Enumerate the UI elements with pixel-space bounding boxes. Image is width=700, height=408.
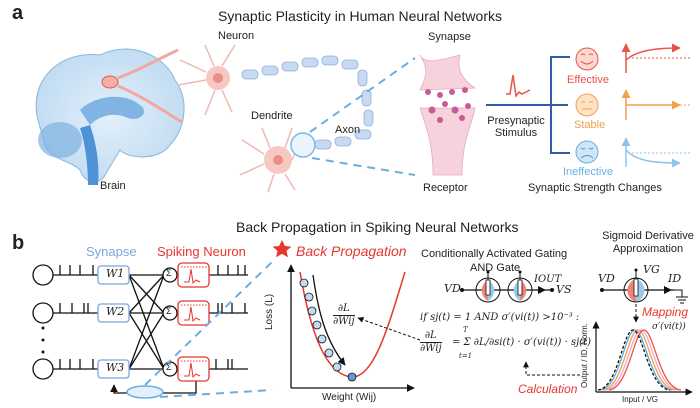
- sigmoid-vd-label: VD: [598, 272, 615, 285]
- and-gate-circuit: [460, 270, 554, 303]
- loss-plot: [287, 264, 421, 392]
- weight-w3: W3: [106, 361, 125, 374]
- stable-strength-graph: [621, 89, 690, 120]
- face-sad-icon: [575, 140, 599, 164]
- sigma-prime-label: σ′(vi(t)): [652, 322, 686, 332]
- sigmoid-title-line2: Approximation: [612, 243, 684, 255]
- sigmoid-title-line1: Sigmoid Derivative: [602, 230, 694, 242]
- panel-a-title: Synaptic Plasticity in Human Neural Netw…: [218, 8, 502, 24]
- sigmoid-x-axis-label: Input / VG: [622, 395, 659, 404]
- star-icon: [272, 240, 292, 258]
- effective-strength-graph: [621, 43, 690, 73]
- presynaptic-line1: Presynaptic: [487, 115, 545, 127]
- synapse-illustration: [419, 54, 477, 176]
- receptor-label: Receptor: [423, 182, 468, 194]
- sigmoid-transistor: [600, 268, 688, 323]
- sum-symbol-1: Σ: [166, 268, 172, 278]
- face-neutral-icon: [575, 93, 599, 117]
- synapse-label: Synapse: [428, 31, 471, 43]
- feedback-highlight-ellipse: [126, 385, 164, 399]
- zoom-lines-b: [144, 261, 273, 398]
- panel-b-title: Back Propagation in Spiking Neural Netwo…: [236, 219, 519, 235]
- panel-b-letter: b: [12, 232, 25, 254]
- calculation-label: Calculation: [518, 382, 578, 396]
- ineffective-strength-graph: [621, 137, 690, 168]
- synapse-header: Synapse: [86, 244, 137, 259]
- calculation-arrow: [523, 361, 580, 376]
- input-neuron-2: [32, 302, 54, 324]
- gating-condition: if sj(t) = 1 AND σ′(vi(t)) >10⁻³ :: [420, 312, 580, 323]
- equation-lhs-den: ∂Wij: [420, 343, 442, 354]
- snn-network: [32, 264, 248, 394]
- zoom-lines-a: [309, 57, 416, 176]
- sum-symbol-2: Σ: [166, 306, 172, 316]
- equation-lhs-num: ∂L: [420, 330, 442, 343]
- weight-w2: W2: [106, 305, 125, 318]
- sigmoid-derivative-plot: [592, 321, 693, 396]
- weight-axis-label: Weight (Wij): [322, 392, 377, 403]
- gradient-num: ∂L: [333, 303, 355, 316]
- spiking-neuron-header: Spiking Neuron: [157, 244, 246, 259]
- gating-vd-label: VD: [444, 282, 461, 295]
- brain-label: Brain: [100, 180, 126, 192]
- outcome-ineffective-label: Ineffective: [563, 166, 613, 178]
- brain-illustration: [35, 48, 185, 185]
- sigmoid-vg-label: VG: [643, 263, 660, 276]
- weight-boxes: [97, 265, 130, 379]
- equation-rhs: = Σ ∂L/∂si(t) · σ′(vi(t)) · sj(t): [452, 337, 592, 348]
- sigmoid-y-axis-label: Output / ID, Norm.: [580, 323, 589, 388]
- outcome-effective-label: Effective: [567, 74, 609, 86]
- strength-changes-label: Synaptic Strength Changes: [528, 182, 662, 194]
- descent-arrow: [312, 274, 346, 366]
- face-happy-icon: [575, 47, 599, 71]
- input-neuron-3: [32, 358, 54, 380]
- iout-label: IOUT: [534, 274, 562, 285]
- axon-label: Axon: [335, 124, 361, 136]
- gradient-fraction: ∂L ∂Wij: [333, 303, 355, 328]
- equation-lhs: ∂L ∂Wij: [420, 330, 442, 355]
- weight-w1: W1: [106, 267, 125, 280]
- descent-points: [299, 278, 357, 382]
- spiking-neuron-boxes: [177, 262, 210, 382]
- gradient-den: ∂Wij: [333, 316, 355, 327]
- sum-symbol-3: Σ: [166, 362, 172, 372]
- and-gate-label: AND Gate: [470, 262, 521, 274]
- backprop-label: Back Propagation: [296, 243, 407, 259]
- presynaptic-line2: Stimulus: [494, 127, 538, 139]
- vs-label: VS: [556, 283, 572, 296]
- panel-a-letter: a: [12, 2, 24, 24]
- mapping-label: Mapping: [642, 305, 689, 319]
- loss-axis-label: Loss (L): [264, 293, 275, 330]
- sigmoid-title: Sigmoid Derivative Approximation: [596, 230, 700, 256]
- stimulus-spike-icon: [506, 74, 531, 98]
- sum-upper-limit: T: [463, 326, 468, 334]
- ellipsis-dots: [41, 326, 45, 354]
- branching-bracket: [486, 56, 570, 154]
- neuron-illustration: [177, 44, 374, 151]
- dendrite-neuron-illustration: [239, 127, 316, 193]
- gating-title: Conditionally Activated Gating: [421, 248, 568, 260]
- sum-lower-limit: t=1: [459, 352, 473, 360]
- outcome-stable-label: Stable: [574, 119, 606, 131]
- neuron-label: Neuron: [218, 30, 255, 42]
- input-neuron-1: [32, 264, 54, 286]
- presynaptic-stimulus-label: Presynaptic Stimulus: [483, 115, 549, 139]
- sigmoid-id-label: ID: [668, 272, 682, 285]
- axon-terminal-highlight: [290, 132, 316, 158]
- dendrite-label: Dendrite: [251, 110, 293, 122]
